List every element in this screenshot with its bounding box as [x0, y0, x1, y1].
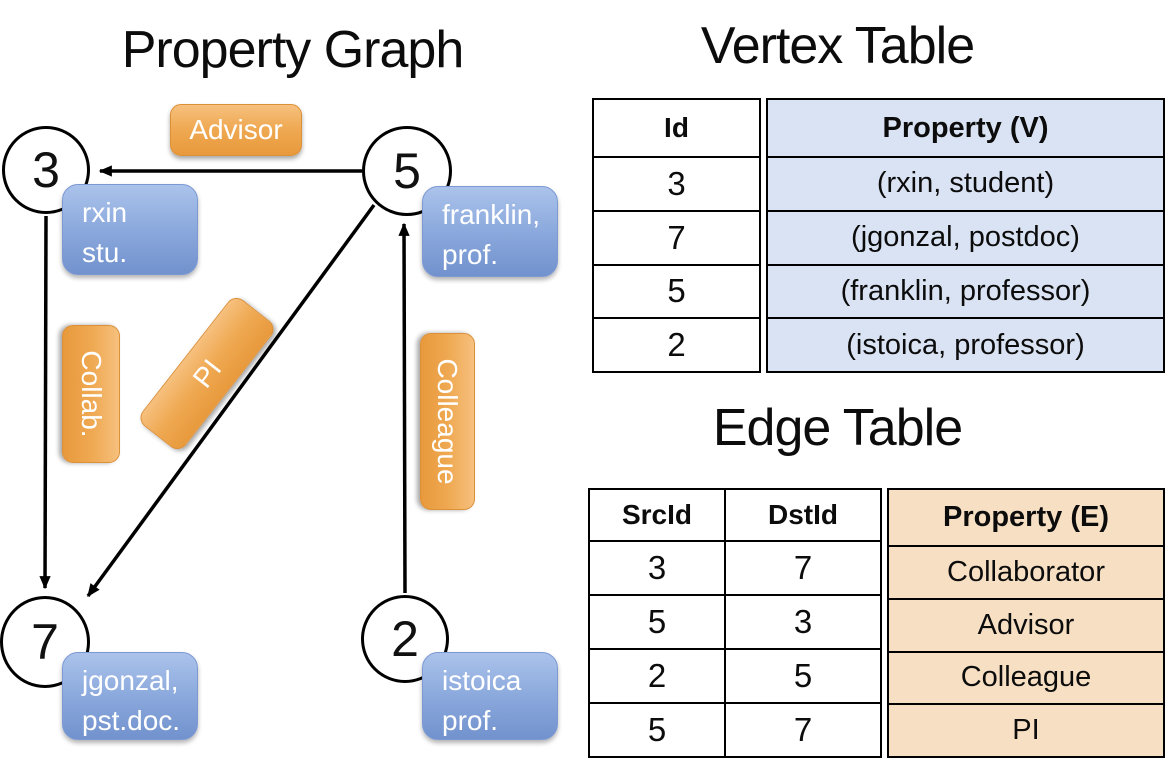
vertex-prop-box-3: rxin stu. [62, 184, 198, 275]
vertex-prop-5-line2: prof. [442, 238, 499, 270]
edge-table-srcid-cell: 3 [590, 540, 724, 594]
edge-2-to-5-colleague [398, 222, 410, 594]
vertex-table-header-id: Id [664, 112, 689, 143]
vertex-node-2-id: 2 [391, 611, 419, 667]
vertex-prop-box-5: franklin, prof. [422, 186, 558, 277]
edge-table-property-cell: PI [889, 703, 1163, 756]
edge-table-header-property: Property (E) [943, 501, 1109, 533]
edge-table-property-cell: Collaborator [889, 545, 1163, 598]
vertex-prop-7-line1: jgonzal, [82, 665, 179, 696]
edge-table-srcid-cell: 5 [590, 702, 724, 756]
edge-table-header-srcid: SrcId [621, 499, 693, 530]
edge-table-property-cell: Advisor [889, 597, 1163, 651]
vertex-table-id-column: Id 3 7 5 2 [592, 98, 761, 373]
vertex-prop-7-line2: pst.doc. [82, 704, 181, 736]
vertex-table: Id 3 7 5 2 Property (V) (rxin, student) … [592, 98, 1165, 373]
vertex-table-id-cell: 3 [594, 156, 759, 210]
edge-3-to-7-collab [39, 215, 51, 590]
vertex-node-5: 5 [362, 126, 452, 216]
edge-table-srcid-cell: 5 [590, 594, 724, 648]
edge-table-dstid-cell: 3 [724, 594, 880, 648]
edge-table-property-column: Property (E) Collaborator Advisor Collea… [887, 488, 1165, 758]
edge-table-title: Edge Table [712, 399, 963, 457]
vertex-node-5-id: 5 [393, 143, 421, 199]
edge-table-header-dstid: DstId [724, 490, 880, 540]
vertex-prop-box-2: istoica prof. [422, 652, 558, 740]
vertex-node-3: 3 [2, 126, 90, 214]
vertex-prop-3-line1: rxin [82, 197, 128, 228]
edge-label-colleague: Colleague [420, 333, 475, 510]
vertex-table-property-cell: (jgonzal, postdoc) [768, 209, 1163, 264]
vertex-prop-2-line2: prof. [442, 704, 499, 736]
vertex-node-7-id: 7 [31, 614, 59, 670]
vertex-prop-box-7: jgonzal, pst.doc. [62, 652, 198, 740]
vertex-prop-2-line1: istoica [442, 665, 522, 696]
edge-label-advisor: Advisor [170, 104, 302, 156]
vertex-prop-3-line2: stu. [82, 236, 128, 268]
edge-table-dstid-cell: 5 [724, 648, 880, 702]
vertex-table-property-cell: (rxin, student) [768, 156, 1163, 210]
edge-table-src-dst-columns: SrcId DstId 3 7 5 3 2 5 5 7 [588, 488, 882, 758]
vertex-prop-5-line1: franklin, [442, 199, 541, 230]
edge-table-property-cell: Colleague [889, 650, 1163, 704]
vertex-table-header-property: Property (V) [882, 111, 1049, 144]
edge-label-pi: PI [136, 293, 278, 454]
vertex-table-id-cell: 7 [594, 209, 759, 264]
edge-table-srcid-cell: 2 [590, 648, 724, 702]
vertex-table-property-cell: (franklin, professor) [768, 263, 1163, 318]
property-graph-title: Property Graph [121, 21, 465, 79]
edge-table-dstid-cell: 7 [724, 540, 880, 594]
vertex-table-property-cell: (istoica, professor) [768, 317, 1163, 371]
edge-label-collab: Collab. [62, 325, 120, 463]
edge-table: SrcId DstId 3 7 5 3 2 5 5 7 Property (E)… [588, 488, 1165, 758]
vertex-table-id-cell: 2 [594, 317, 759, 371]
vertex-table-id-cell: 5 [594, 263, 759, 318]
edge-table-dstid-cell: 7 [724, 702, 880, 756]
vertex-table-property-column: Property (V) (rxin, student) (jgonzal, p… [766, 98, 1165, 373]
vertex-table-title: Vertex Table [700, 17, 975, 75]
vertex-node-3-id: 3 [32, 142, 60, 198]
